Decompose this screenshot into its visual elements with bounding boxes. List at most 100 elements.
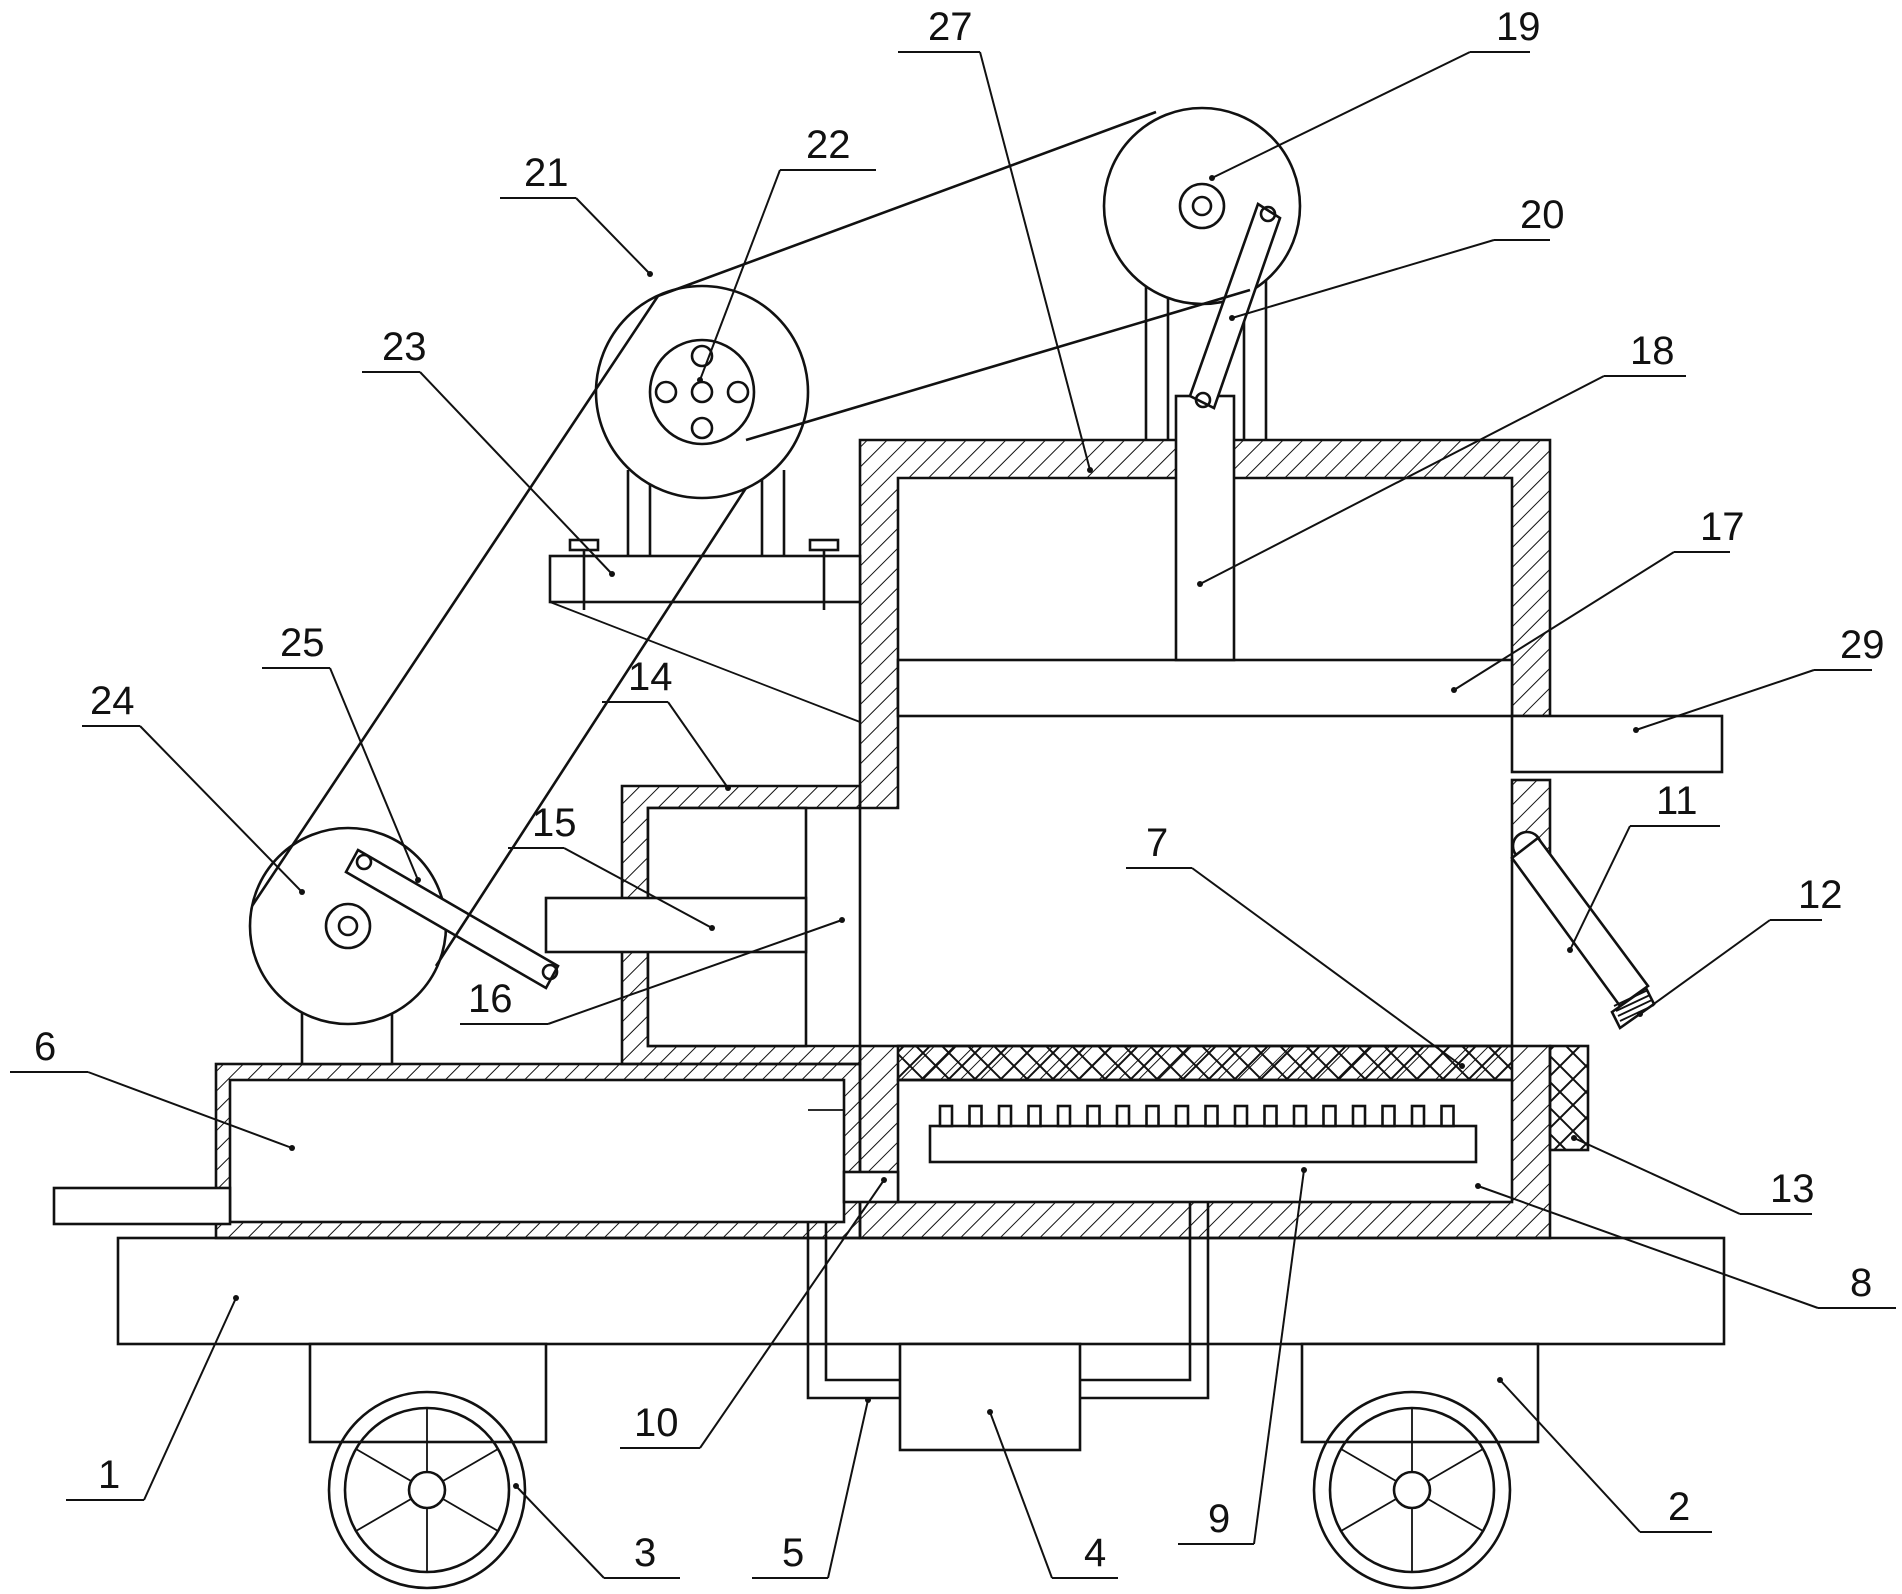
part-label-10: 10 <box>620 1177 887 1449</box>
label-text: 21 <box>524 151 569 195</box>
spray-nozzle <box>1440 1104 1455 1128</box>
spray-nozzle <box>1381 1104 1396 1128</box>
spray-nozzle <box>1263 1104 1278 1128</box>
label-text: 13 <box>1770 1167 1815 1211</box>
spray-nozzle <box>1204 1104 1219 1128</box>
label-text: 7 <box>1146 821 1168 865</box>
part-label-11: 11 <box>1567 779 1720 953</box>
spray-nozzle <box>1145 1104 1160 1128</box>
outlet-pipe <box>1510 714 1724 774</box>
spray-nozzle <box>997 1104 1013 1128</box>
mounting-bracket <box>548 554 862 604</box>
label-text: 29 <box>1840 623 1885 667</box>
base-platform <box>116 1236 1726 1346</box>
side-box <box>1548 1044 1590 1152</box>
spray-nozzle <box>938 1104 954 1128</box>
label-text: 17 <box>1700 505 1745 549</box>
push-rod <box>544 896 808 954</box>
part-label-22: 22 <box>697 123 876 383</box>
label-text: 9 <box>1208 1497 1230 1541</box>
label-text: 27 <box>928 5 973 49</box>
part-label-17: 17 <box>1451 505 1745 693</box>
label-text: 18 <box>1630 329 1675 373</box>
spray-nozzle <box>1322 1104 1337 1128</box>
part-label-15: 15 <box>508 801 715 931</box>
part-label-20: 20 <box>1229 193 1565 321</box>
spray-nozzle <box>1027 1104 1042 1128</box>
part-label-6: 6 <box>10 1025 295 1151</box>
label-text: 2 <box>1668 1485 1690 1529</box>
vertical-rod <box>1174 394 1236 662</box>
part-label-3: 3 <box>513 1483 680 1579</box>
part-label-16: 16 <box>460 917 845 1025</box>
part-label-19: 19 <box>1209 5 1541 181</box>
label-text: 24 <box>90 679 135 723</box>
label-text: 3 <box>634 1531 656 1575</box>
label-text: 25 <box>280 621 325 665</box>
part-label-24: 24 <box>82 679 305 895</box>
label-text: 4 <box>1084 1531 1106 1575</box>
label-text: 20 <box>1520 193 1565 237</box>
belts <box>250 110 1251 967</box>
label-text: 10 <box>634 1401 679 1445</box>
part-label-7: 7 <box>1126 821 1465 1069</box>
part-label-8: 8 <box>1475 1183 1896 1309</box>
disc-22 <box>648 338 756 446</box>
spray-nozzle <box>1233 1104 1249 1128</box>
spray-nozzle <box>1410 1104 1426 1128</box>
spray-nozzle <box>968 1104 983 1128</box>
connector <box>842 1170 900 1204</box>
part-label-13: 13 <box>1571 1135 1815 1215</box>
part-label-27: 27 <box>898 5 1093 473</box>
part-label-9: 9 <box>1178 1167 1307 1545</box>
water-tank-inner <box>228 1078 846 1224</box>
wheel-left <box>327 1390 527 1590</box>
label-text: 8 <box>1850 1261 1872 1305</box>
part-label-5: 5 <box>752 1397 871 1579</box>
pulley-support-left <box>626 470 786 556</box>
crank-arm-25 <box>344 848 560 990</box>
part-label-29: 29 <box>1633 623 1885 733</box>
label-text: 12 <box>1798 873 1843 917</box>
spray-nozzle <box>1086 1104 1101 1128</box>
upper-housing <box>858 438 1552 810</box>
label-text: 19 <box>1496 5 1541 49</box>
part-label-14: 14 <box>602 655 731 791</box>
wheel-right <box>1312 1390 1512 1590</box>
spray-nozzle <box>1115 1104 1131 1128</box>
part-label-1: 1 <box>66 1295 239 1501</box>
label-text: 11 <box>1656 779 1698 823</box>
label-text: 1 <box>98 1453 120 1497</box>
spray-nozzles <box>938 1104 1455 1128</box>
filter-screen <box>896 1044 1514 1082</box>
pulley-support-right <box>1144 270 1268 440</box>
label-text: 15 <box>532 801 577 845</box>
label-text: 23 <box>382 325 427 369</box>
spray-nozzle <box>1174 1104 1190 1128</box>
part-label-4: 4 <box>987 1409 1118 1579</box>
pulley-19 <box>1102 106 1302 306</box>
spray-nozzle <box>1351 1104 1367 1128</box>
part-label-21: 21 <box>500 151 653 277</box>
part-label-23: 23 <box>362 325 615 577</box>
label-text: 5 <box>782 1531 804 1575</box>
pulley-24 <box>248 826 448 1026</box>
pump <box>898 1342 1082 1452</box>
part-label-2: 2 <box>1497 1377 1712 1533</box>
discharge-door <box>1510 836 1650 1008</box>
label-text: 14 <box>628 655 673 699</box>
part-label-18: 18 <box>1197 329 1686 587</box>
label-text: 22 <box>806 123 851 167</box>
spray-pipe <box>928 1124 1478 1164</box>
spray-nozzle <box>1056 1104 1072 1128</box>
tank-outlet <box>52 1186 232 1226</box>
part-label-12: 12 <box>1637 873 1843 1017</box>
pressing-plate <box>896 658 1514 718</box>
brush-bristles <box>1613 989 1655 1022</box>
part-label-25: 25 <box>262 621 421 883</box>
label-text: 16 <box>468 977 513 1021</box>
crank-arm <box>1188 202 1282 410</box>
spray-nozzle <box>1292 1104 1308 1128</box>
